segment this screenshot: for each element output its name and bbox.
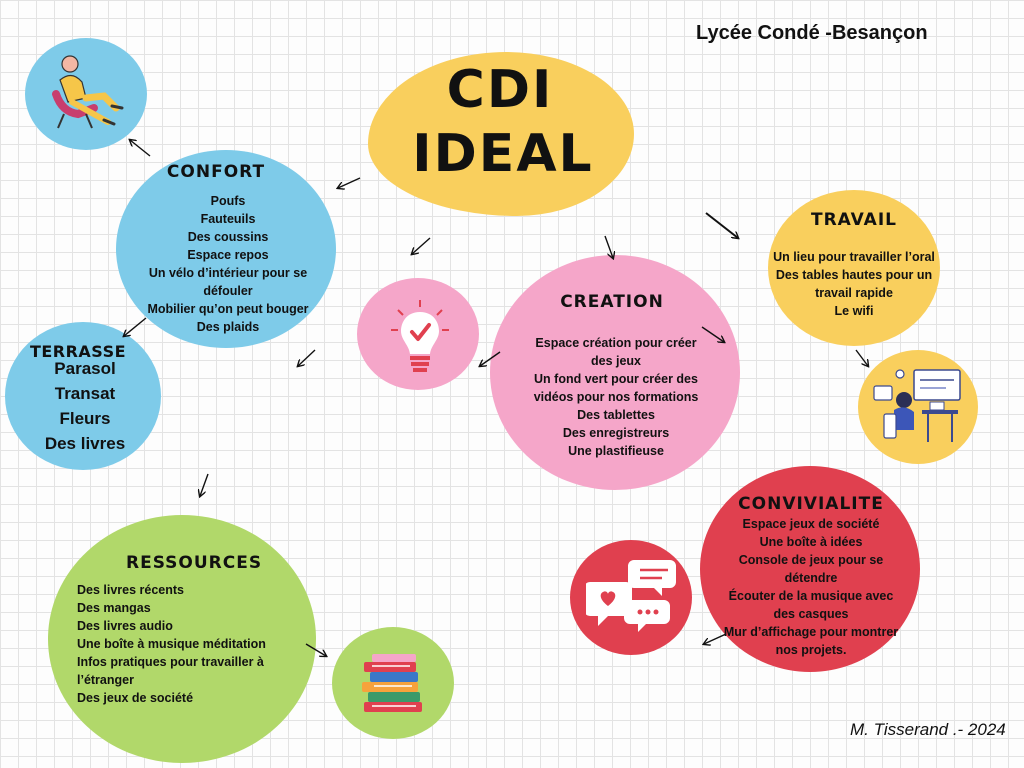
- creation-item: Une plastifieuse: [568, 444, 664, 458]
- travail-item: travail rapide: [815, 286, 893, 300]
- confort-title: CONFORT: [166, 162, 266, 182]
- author-credit: M. Tisserand .- 2024: [850, 720, 1006, 739]
- terrasse-item: Parasol: [54, 359, 116, 378]
- ressources-list: Des livres récents Des mangas Des livres…: [77, 581, 303, 707]
- ressources-item: Une boîte à musique méditation: [77, 637, 266, 651]
- arrow-creation-to-idea: [480, 351, 501, 366]
- creation-item: Des enregistreurs: [562, 426, 670, 440]
- light-bulb-icon: [391, 300, 449, 372]
- creation-item: des jeux: [590, 354, 642, 368]
- travail-title: TRAVAIL: [810, 210, 897, 230]
- creation-item: vidéos pour nos formations: [533, 390, 699, 404]
- creation-item: Un fond vert pour créer des: [534, 372, 698, 386]
- title-line-2: IDEAL: [412, 124, 594, 184]
- person-at-computer-icon: [873, 369, 961, 442]
- creation-bubble: [490, 255, 740, 490]
- travail-bubble: [768, 190, 940, 346]
- ressources-item: Infos pratiques pour travailler à: [77, 655, 264, 669]
- ressources-item: Des jeux de société: [77, 691, 194, 705]
- arrow-title-to-travail: [705, 212, 738, 238]
- convivialite-bubble: [700, 466, 920, 672]
- book-stack-icon: [362, 654, 422, 712]
- confort-item: Des coussins: [187, 230, 269, 244]
- terrasse-list: Parasol Transat Fleurs Des livres: [30, 356, 140, 456]
- ressources-item: Des livres récents: [77, 583, 185, 597]
- confort-bubble: [116, 150, 336, 348]
- terrasse-item: Fleurs: [59, 409, 111, 428]
- ressources-title: RESSOURCES: [126, 553, 263, 573]
- terrasse-title: TERRASSE: [29, 342, 127, 361]
- convivialite-item: des casques: [773, 607, 849, 621]
- travail-item: Le wifi: [834, 304, 874, 318]
- arrow-to-resources-1: [298, 349, 316, 366]
- confort-item: Un vélo d’intérieur pour se: [148, 266, 308, 280]
- arrow-title-to-creation: [604, 235, 613, 258]
- terrasse-item: Transat: [54, 384, 116, 403]
- arrow-creation-to-travail: [701, 326, 724, 342]
- chat-bubbles-icon: [586, 560, 676, 632]
- arrow-confort-to-terrasse: [124, 317, 147, 336]
- creation-item: Des tablettes: [577, 408, 655, 422]
- arrow-convivialite-to-chat: [704, 633, 727, 644]
- convivialite-title: CONVIVIALITE: [738, 494, 884, 514]
- convivialite-list: Espace jeux de société Une boîte à idées…: [710, 515, 912, 659]
- confort-list: Poufs Fauteuils Des coussins Espace repo…: [128, 192, 328, 336]
- ressources-item: Des mangas: [77, 601, 151, 615]
- arrow-title-to-confort: [338, 177, 361, 188]
- travail-item: Un lieu pour travailler l’oral: [773, 250, 935, 264]
- relax-illustration-bubble: [25, 38, 147, 150]
- confort-item: Poufs: [210, 194, 246, 208]
- terrasse-item: Des livres: [44, 434, 126, 453]
- relaxing-person-icon: [52, 55, 124, 129]
- travail-list: Un lieu pour travailler l’oral Des table…: [758, 248, 950, 320]
- arrow-to-resources-2: [200, 473, 209, 496]
- confort-item: Espace repos: [187, 248, 269, 262]
- convivialite-item: détendre: [784, 571, 838, 585]
- creation-title: CREATION: [560, 292, 664, 312]
- confort-item: défouler: [203, 284, 253, 298]
- ressources-item: l’étranger: [77, 673, 134, 687]
- arrow-confort-to-relax: [130, 140, 151, 157]
- ressources-item: Des livres audio: [77, 619, 173, 633]
- ressources-bubble: [48, 515, 316, 763]
- terrasse-bubble: [5, 322, 161, 470]
- arrow-travail-to-work: [855, 349, 868, 366]
- confort-item: Fauteuils: [200, 212, 256, 226]
- convivialite-item: Console de jeux pour se: [738, 553, 884, 567]
- travail-item: Des tables hautes pour un: [775, 268, 933, 282]
- arrow-resources-to-books: [305, 643, 326, 656]
- school-name: Lycée Condé -Besançon: [696, 22, 928, 44]
- convivialite-item: Espace jeux de société: [742, 517, 880, 531]
- convivialite-item: nos projets.: [775, 643, 847, 657]
- confort-item: Des plaids: [196, 320, 260, 334]
- convivialite-item: Une boîte à idées: [759, 535, 863, 549]
- convivialite-item: Écouter de la musique avec: [728, 589, 894, 603]
- convivialite-item: Mur d’affichage pour montrer: [723, 625, 899, 639]
- work-illustration-bubble: [858, 350, 978, 464]
- arrow-title-to-idea: [412, 237, 431, 254]
- title-line-1: CDI: [446, 60, 554, 120]
- confort-item: Mobilier qu’on peut bouger: [147, 302, 309, 316]
- creation-list: Espace création pour créer des jeux Un f…: [510, 334, 722, 460]
- creation-item: Espace création pour créer: [535, 336, 697, 350]
- title-blob: [368, 52, 634, 216]
